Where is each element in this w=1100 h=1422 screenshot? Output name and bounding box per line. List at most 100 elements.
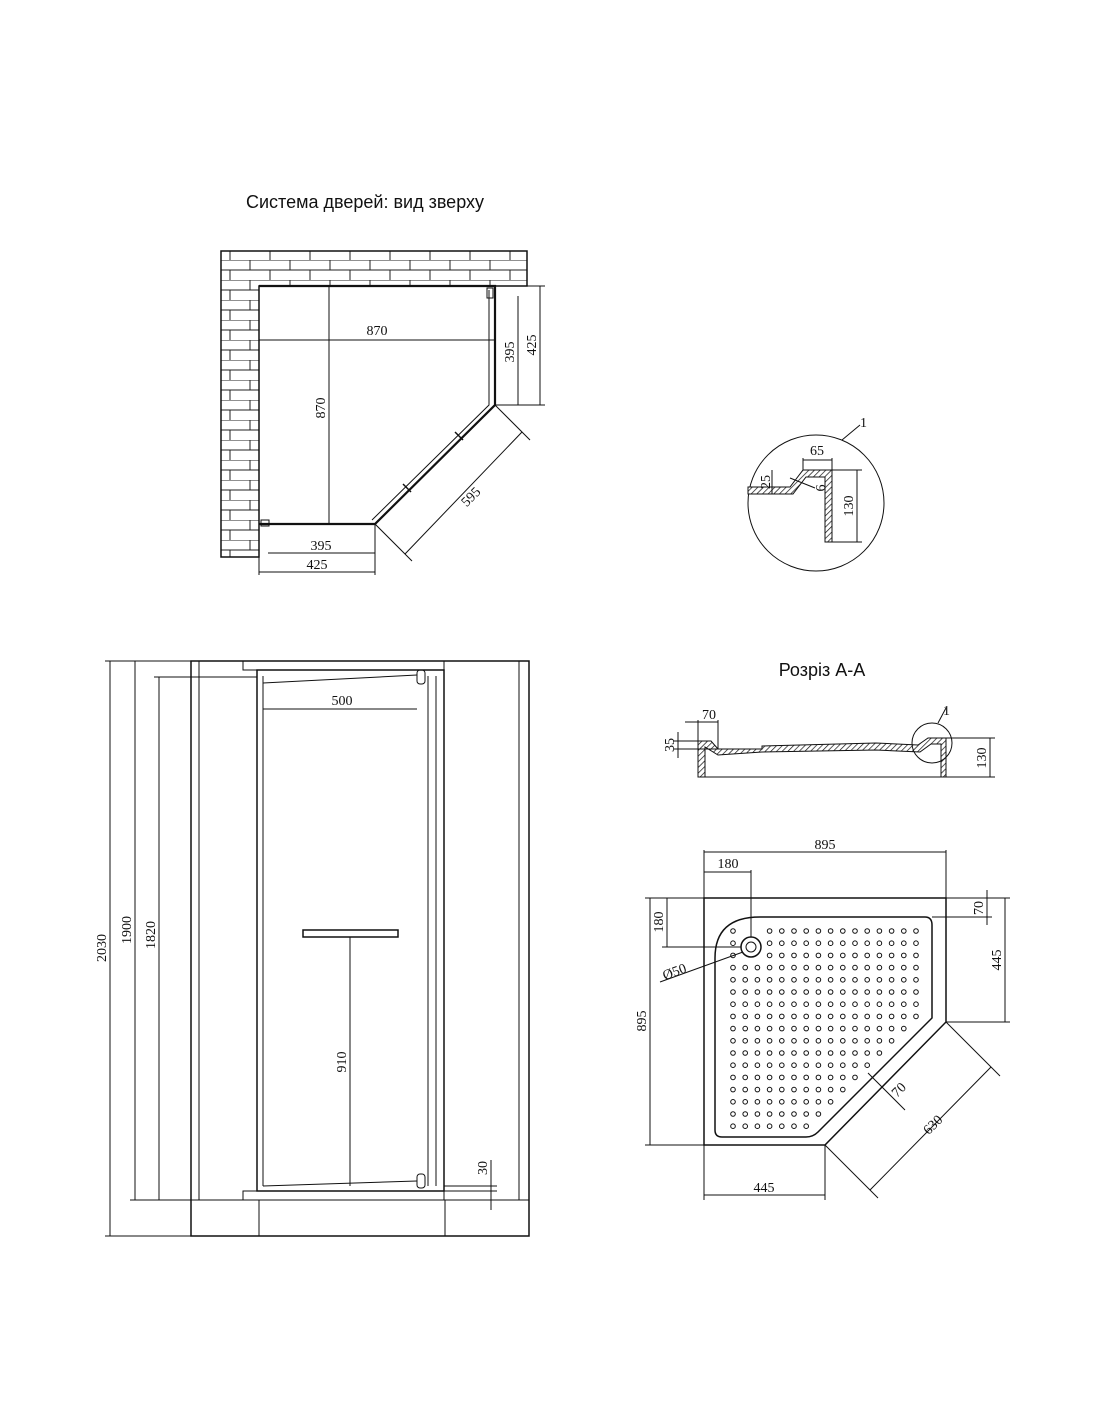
anti-slip-dot xyxy=(803,977,810,983)
anti-slip-dot xyxy=(888,964,895,971)
dim-895-top: 895 xyxy=(815,838,836,853)
anti-slip-dot xyxy=(901,989,907,995)
anti-slip-dot xyxy=(852,964,858,971)
dim-895-left: 895 xyxy=(635,1011,650,1032)
anti-slip-dot xyxy=(742,1038,749,1044)
dim-870-horizontal: 870 xyxy=(367,324,388,339)
front-view: 500 910 30 2030 1900 1820 xyxy=(95,660,530,1237)
anti-slip-dot xyxy=(730,1001,736,1008)
dim-line-630 xyxy=(869,1066,992,1191)
anti-slip-dot xyxy=(754,1001,761,1008)
dim-180-horizontal: 180 xyxy=(718,857,739,872)
anti-slip-dot xyxy=(815,977,822,983)
dim-445-right: 445 xyxy=(990,950,1005,971)
anti-slip-dot xyxy=(876,952,883,959)
dim-395-bottom: 395 xyxy=(311,539,332,554)
anti-slip-dot xyxy=(766,1001,773,1008)
anti-slip-dot xyxy=(827,952,834,959)
anti-slip-dot xyxy=(840,928,846,934)
dim-870-vertical: 870 xyxy=(314,398,329,419)
anti-slip-dot xyxy=(791,952,797,959)
anti-slip-dot xyxy=(840,1013,846,1020)
anti-slip-dot xyxy=(876,940,883,947)
anti-slip-dot xyxy=(840,952,846,959)
anti-slip-dot xyxy=(742,1001,749,1008)
anti-slip-dot xyxy=(766,964,773,971)
anti-slip-dot xyxy=(888,1013,895,1020)
anti-slip-dot xyxy=(791,1050,797,1056)
anti-slip-dot xyxy=(913,928,919,934)
anti-slip-dot xyxy=(864,1050,871,1056)
anti-slip-dot xyxy=(815,1062,822,1068)
anti-slip-dot xyxy=(901,1001,907,1008)
anti-slip-dot xyxy=(742,989,749,995)
anti-slip-dot xyxy=(815,1050,822,1056)
anti-slip-dot xyxy=(852,1001,858,1008)
anti-slip-dot xyxy=(779,1025,785,1032)
anti-slip-dot xyxy=(852,1038,858,1044)
anti-slip-dot xyxy=(901,1025,907,1032)
anti-slip-dot xyxy=(901,940,907,947)
anti-slip-dot xyxy=(864,977,871,983)
dim-2030: 2030 xyxy=(95,934,110,962)
anti-slip-dot xyxy=(827,977,834,983)
anti-slip-dot xyxy=(742,1099,749,1105)
anti-slip-dot xyxy=(803,1086,810,1093)
anti-slip-dot xyxy=(754,1062,761,1068)
anti-slip-dot xyxy=(742,964,749,971)
detail-leader xyxy=(841,424,861,441)
tray-section-profile xyxy=(697,737,947,778)
anti-slip-dot xyxy=(766,1062,773,1068)
anti-slip-dot xyxy=(840,1074,846,1081)
anti-slip-dot xyxy=(888,1001,895,1008)
anti-slip-dot xyxy=(754,1038,761,1044)
anti-slip-dot xyxy=(888,940,895,947)
handle-mark-1 xyxy=(454,431,464,441)
anti-slip-dot xyxy=(827,928,834,934)
anti-slip-dot xyxy=(840,1025,846,1032)
detail-circle xyxy=(747,434,885,572)
anti-slip-dot xyxy=(730,952,736,959)
anti-slip-dot xyxy=(827,1062,834,1068)
anti-slip-dot xyxy=(730,989,736,995)
anti-slip-dot xyxy=(779,964,785,971)
dim-130-section: 130 xyxy=(975,748,990,769)
anti-slip-dot xyxy=(791,1062,797,1068)
dim-180-vertical: 180 xyxy=(652,912,667,933)
anti-slip-dot xyxy=(827,964,834,971)
dim-65: 65 xyxy=(810,444,824,459)
dim-30: 30 xyxy=(476,1161,491,1175)
anti-slip-dot xyxy=(803,1123,810,1129)
anti-slip-dot xyxy=(876,1001,883,1008)
anti-slip-dot xyxy=(864,1001,871,1008)
anti-slip-dot xyxy=(913,1013,919,1020)
anti-slip-dot xyxy=(766,1111,773,1117)
anti-slip-dot xyxy=(766,952,773,959)
anti-slip-dot xyxy=(730,1086,736,1093)
anti-slip-dot xyxy=(742,1013,749,1020)
anti-slip-dot xyxy=(815,1074,822,1081)
anti-slip-dot xyxy=(730,1062,736,1068)
anti-slip-dot xyxy=(827,940,834,947)
anti-slip-dot xyxy=(791,1123,797,1129)
top-view-title: Система дверей: вид зверху xyxy=(246,192,484,212)
anti-slip-dot xyxy=(803,928,810,934)
anti-slip-dot xyxy=(840,989,846,995)
anti-slip-dot xyxy=(766,1050,773,1056)
anti-slip-dot xyxy=(840,1062,846,1068)
anti-slip-dot xyxy=(827,1001,834,1008)
tray-plan: 895 180 180 70 445 895 Ø50 70 630 xyxy=(635,838,1010,1200)
anti-slip-dot xyxy=(913,1001,919,1008)
anti-slip-dot xyxy=(913,989,919,995)
anti-slip-dot xyxy=(730,1038,736,1044)
anti-slip-dot xyxy=(754,964,761,971)
door-handle xyxy=(302,929,399,938)
anti-slip-dot xyxy=(730,1025,736,1032)
anti-slip-dot xyxy=(852,940,858,947)
bottom-rail xyxy=(242,1190,445,1201)
anti-slip-dot xyxy=(888,1025,895,1032)
enclosure-outline xyxy=(259,284,497,526)
anti-slip-dot xyxy=(766,1038,773,1044)
anti-slip-dot xyxy=(791,1001,797,1008)
